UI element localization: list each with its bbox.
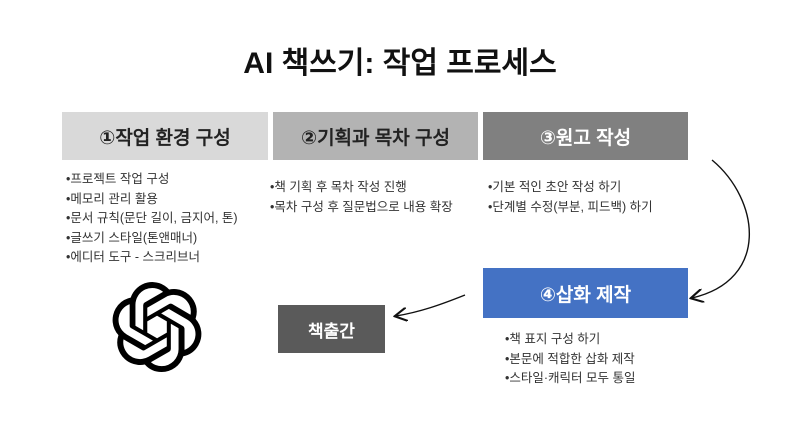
list-item: 스타일·캐릭터 모두 통일 — [505, 369, 635, 389]
step-2-box: ②기획과 목차 구성 — [273, 112, 478, 160]
list-item: 글쓰기 스타일(톤앤매너) — [66, 229, 238, 249]
final-step-box: 책출간 — [278, 305, 385, 353]
list-item: 문서 규칙(문단 길이, 금지어, 톤) — [66, 209, 237, 229]
list-item: 단계별 수정(부분, 피드백) 하기 — [488, 198, 652, 218]
page-title: AI 책쓰기: 작업 프로세스 — [243, 47, 557, 80]
list-item: 책 기획 후 목차 작성 진행 — [270, 178, 453, 198]
list-item: 메모리 관리 활용 — [66, 190, 238, 210]
list-item: 에디터 도구 - 스크리브너 — [66, 248, 238, 268]
list-item: 기본 적인 초안 작성 하기 — [488, 178, 653, 198]
step-4-box: ④삽화 제작 — [483, 268, 688, 318]
arrow-step3-to-step4 — [692, 159, 750, 298]
list-item: 책 표지 구성 하기 — [505, 330, 636, 350]
step-3-box: ③원고 작성 — [483, 112, 688, 160]
list-item: 프로젝트 작업 구성 — [66, 170, 238, 190]
step-1-box: ①작업 환경 구성 — [62, 112, 268, 160]
step-1-list: 프로젝트 작업 구성 메모리 관리 활용 문서 규칙(문단 길이, 금지어, 톤… — [66, 170, 238, 268]
list-item: 목차 구성 후 질문법으로 내용 확장 — [270, 198, 452, 218]
step-2-list: 책 기획 후 목차 작성 진행 목차 구성 후 질문법으로 내용 확장 — [270, 178, 453, 218]
step-4-list: 책 표지 구성 하기 본문에 적합한 삽화 제작 스타일·캐릭터 모두 통일 — [505, 330, 636, 389]
step-3-list: 기본 적인 초안 작성 하기 단계별 수정(부분, 피드백) 하기 — [488, 178, 653, 218]
openai-logo-icon — [112, 282, 202, 373]
list-item: 본문에 적합한 삽화 제작 — [505, 350, 636, 370]
arrow-step4-to-final — [396, 294, 466, 316]
